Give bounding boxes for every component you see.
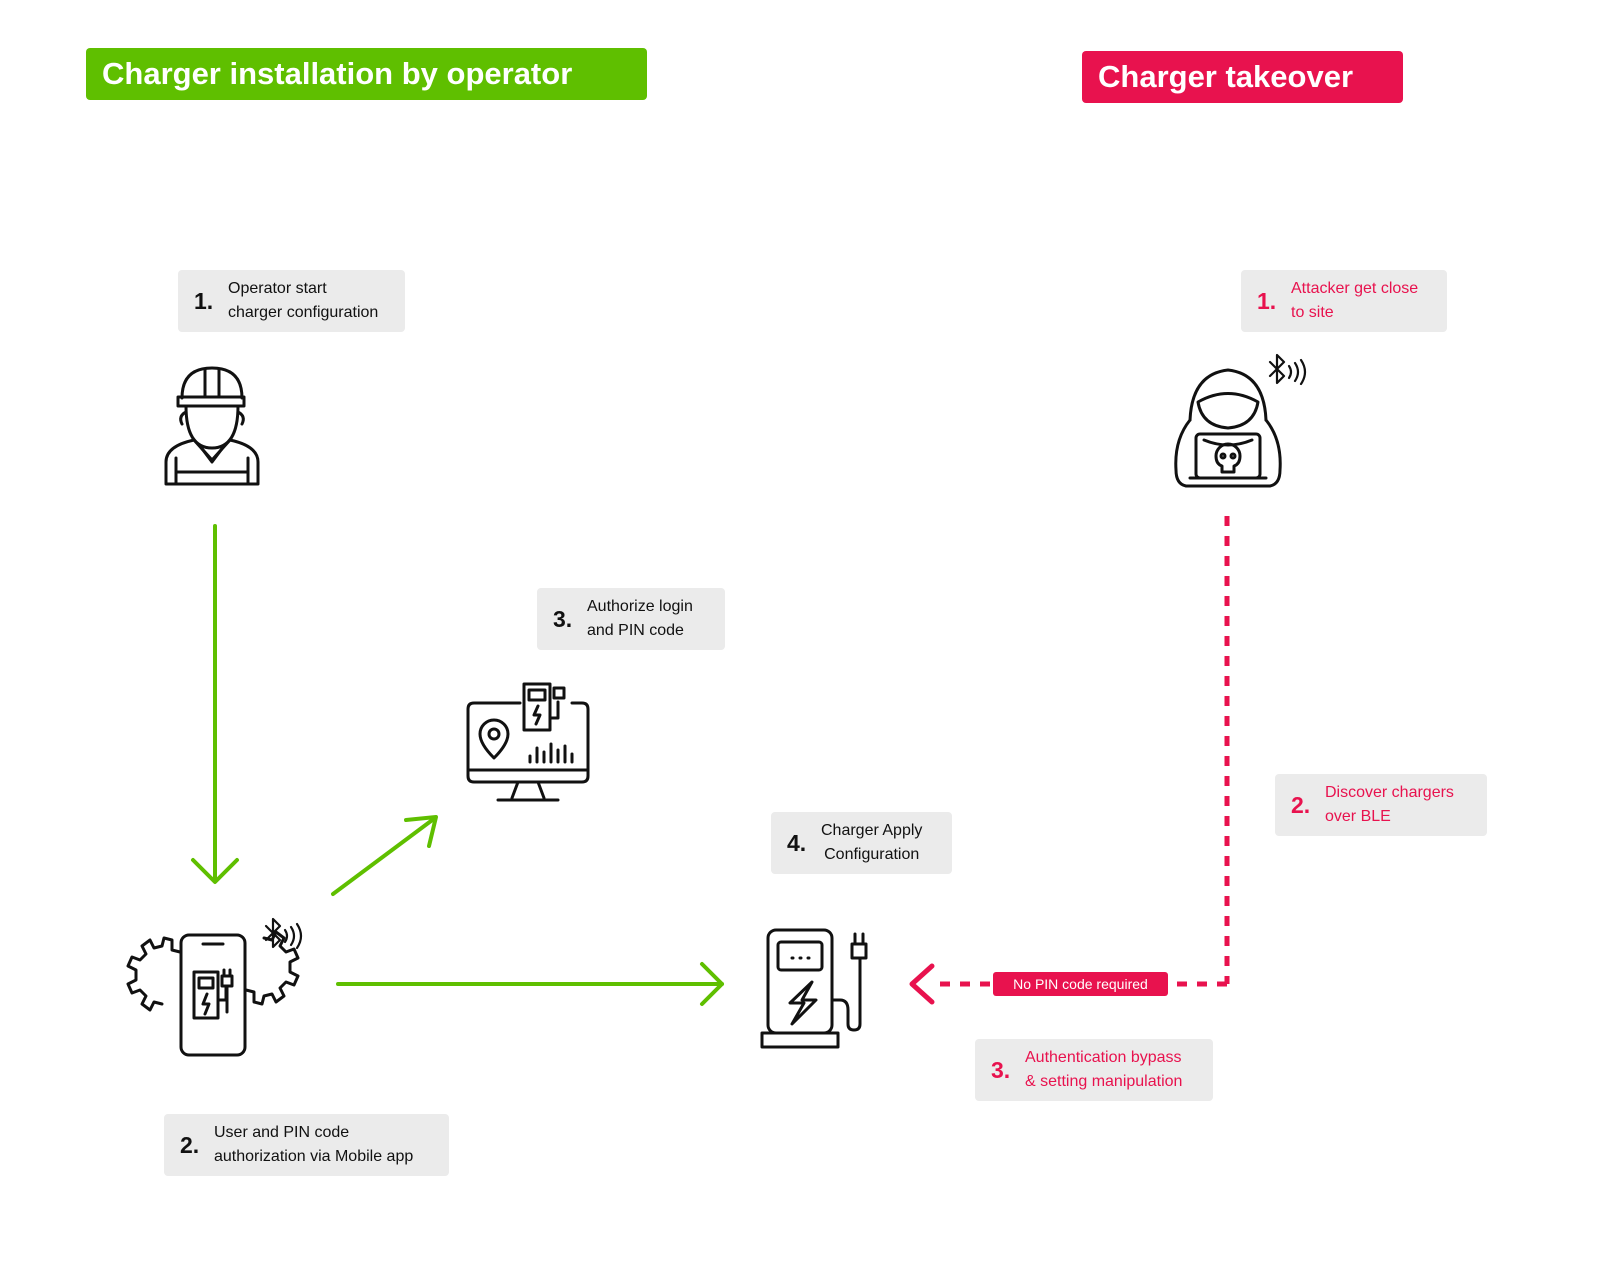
bluetooth-signal-icon [1268, 353, 1307, 386]
ev-charger-station-icon [760, 928, 868, 1049]
arrow-mobile-to-monitor [331, 815, 438, 896]
no-pin-badge: No PIN code required [993, 972, 1168, 996]
attacker-step-1: 1. Attacker get close to site [1241, 270, 1447, 332]
arrow-mobile-to-charger [336, 962, 724, 1006]
step-number: 1. [1257, 287, 1277, 314]
step-label: Charger Apply Configuration [821, 822, 923, 863]
step-number: 2. [180, 1131, 200, 1158]
operator-step-4: 4. Charger Apply Configuration [771, 812, 952, 874]
step-number: 3. [991, 1056, 1011, 1083]
phone-gear-charger-icon [126, 930, 300, 1057]
takeover-title: Charger takeover [1082, 51, 1403, 103]
installation-title: Charger installation by operator [86, 48, 647, 100]
hooded-hacker-laptop-icon [1174, 368, 1282, 488]
worker-helmet-icon [164, 366, 260, 486]
bluetooth-signal-icon [264, 917, 303, 950]
step-label: Operator start charger configuration [228, 280, 379, 321]
attacker-step-3: 3. Authentication bypass & setting manip… [975, 1039, 1213, 1101]
step-number: 4. [787, 829, 807, 856]
step-label: Authorize login and PIN code [587, 598, 693, 639]
attack-path [909, 516, 1230, 1005]
step-number: 3. [553, 605, 573, 632]
operator-step-3: 3. Authorize login and PIN code [537, 588, 725, 650]
step-label: Authentication bypass & setting manipula… [1025, 1049, 1183, 1090]
step-label: Discover chargers over BLE [1325, 784, 1454, 825]
operator-step-2: 2. User and PIN code authorization via M… [164, 1114, 449, 1176]
step-number: 2. [1291, 791, 1311, 818]
operator-step-1: 1. Operator start charger configuration [178, 270, 405, 332]
attacker-step-2: 2. Discover chargers over BLE [1275, 774, 1487, 836]
arrow-operator-to-mobile [191, 524, 239, 884]
step-label: User and PIN code authorization via Mobi… [214, 1124, 414, 1165]
step-label: Attacker get close to site [1291, 280, 1419, 321]
monitor-charger-map-icon [466, 682, 590, 802]
step-number: 1. [194, 287, 214, 314]
